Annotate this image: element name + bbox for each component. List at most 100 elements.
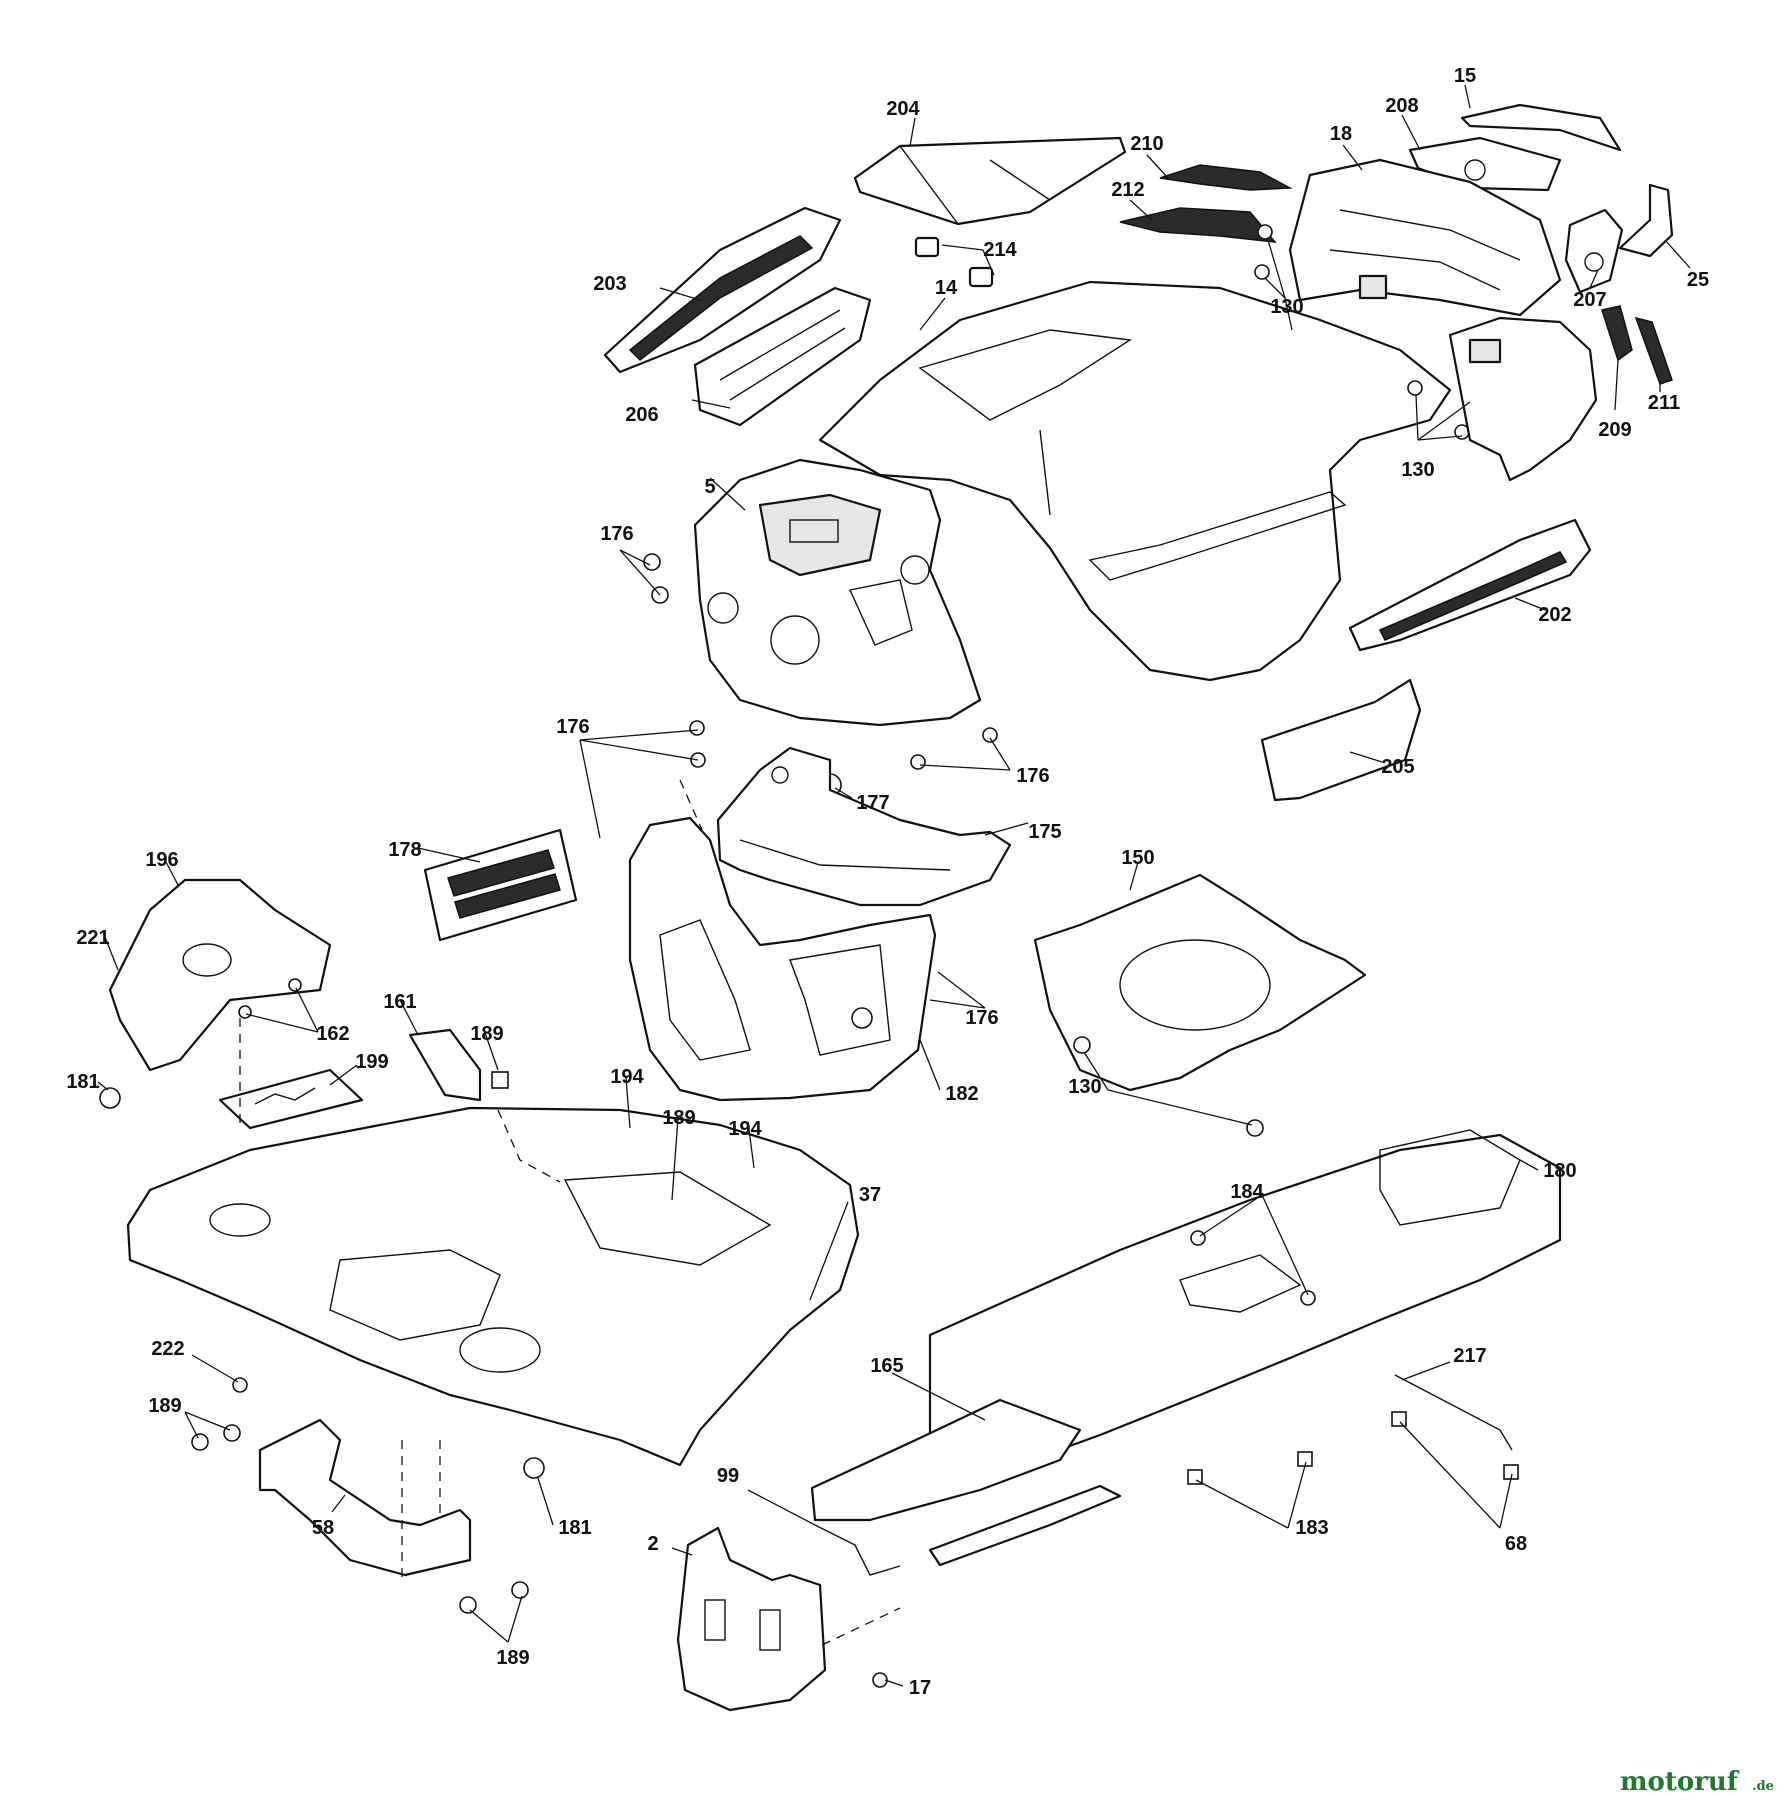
callout-58: 58 <box>312 1517 334 1539</box>
part-205-lower-panel <box>1260 678 1422 802</box>
part-202-front-bumper <box>1348 518 1592 652</box>
part-165-side-rail <box>810 1398 1122 1567</box>
callout-99: 99 <box>717 1465 739 1487</box>
callout-212: 212 <box>1111 179 1144 201</box>
callout-175: 175 <box>1028 821 1061 843</box>
callout-208: 208 <box>1385 95 1418 117</box>
callout-196: 196 <box>145 849 178 871</box>
callout-181-b: 181 <box>558 1517 591 1539</box>
callout-37: 37 <box>859 1184 881 1206</box>
callout-211: 211 <box>1648 392 1680 414</box>
part-17-screw <box>872 1672 888 1688</box>
callout-210: 210 <box>1130 133 1163 155</box>
callout-182: 182 <box>945 1083 978 1105</box>
callout-2: 2 <box>647 1533 658 1555</box>
callout-14: 14 <box>935 277 958 299</box>
callout-194-a: 194 <box>610 1066 644 1088</box>
callout-183: 183 <box>1295 1517 1328 1539</box>
part-2-front-plate <box>676 1526 827 1712</box>
callout-222: 222 <box>151 1338 184 1360</box>
part-15-trim <box>1460 103 1622 152</box>
callout-176-b: 176 <box>556 716 589 738</box>
part-161-bracket <box>408 1028 482 1102</box>
callout-17: 17 <box>909 1677 931 1699</box>
part-207-headlight-housing <box>1564 208 1624 294</box>
callout-202: 202 <box>1538 604 1571 626</box>
callout-194-b: 194 <box>728 1118 762 1140</box>
callout-176-d: 176 <box>965 1007 998 1029</box>
callout-189-b: 189 <box>662 1107 695 1129</box>
callout-181-a: 181 <box>66 1071 99 1093</box>
part-189-bolts-lower <box>191 1424 529 1614</box>
callout-221: 221 <box>76 927 109 949</box>
part-176-screws-dash <box>643 553 998 770</box>
callout-labels: 204 15 208 18 210 212 214 203 14 130 207… <box>66 65 1709 1699</box>
part-181-nut-right <box>523 1457 545 1479</box>
callout-189-c: 189 <box>148 1395 181 1417</box>
callout-207: 207 <box>1573 289 1606 311</box>
callout-165: 165 <box>870 1355 903 1377</box>
callout-176-a: 176 <box>600 523 633 545</box>
part-right-fender <box>1448 316 1598 482</box>
callout-178: 178 <box>388 839 421 861</box>
callout-199: 199 <box>355 1051 388 1073</box>
callout-18: 18 <box>1330 123 1352 145</box>
part-203-front-grille <box>603 206 842 374</box>
part-211-side-grille <box>1634 316 1673 385</box>
part-130-screws-floor <box>1073 1036 1264 1137</box>
callout-206: 206 <box>625 404 658 426</box>
part-58-bracket <box>258 1418 472 1577</box>
part-209-side-grille <box>1601 305 1633 362</box>
callout-177: 177 <box>856 792 889 814</box>
callout-217: 217 <box>1453 1345 1486 1367</box>
callout-184: 184 <box>1230 1181 1264 1203</box>
part-196-console <box>108 878 332 1072</box>
part-181-nut-left <box>99 1087 121 1109</box>
watermark-brand: motoruf <box>1620 1767 1740 1797</box>
part-204-hood-top-panel <box>853 136 1127 226</box>
part-183-bolts <box>1187 1451 1313 1485</box>
callout-130-right: 130 <box>1401 459 1434 481</box>
callout-203: 203 <box>593 273 626 295</box>
callout-161: 161 <box>383 991 416 1013</box>
part-18-side-bracket <box>1288 158 1562 317</box>
part-37-body <box>126 1106 860 1467</box>
part-214-clips <box>914 236 994 288</box>
callout-162: 162 <box>316 1023 349 1045</box>
callout-204: 204 <box>886 98 920 120</box>
callout-150: 150 <box>1121 847 1154 869</box>
callout-214: 214 <box>983 239 1017 261</box>
callout-130-floor: 130 <box>1068 1076 1101 1098</box>
callout-15: 15 <box>1454 65 1476 87</box>
part-182-front-housing <box>628 816 937 1102</box>
callout-205: 205 <box>1381 756 1414 778</box>
part-99-spring-link <box>814 1524 901 1576</box>
watermark-tld: .de <box>1752 1779 1774 1794</box>
part-199-cover <box>218 1068 364 1130</box>
callout-25: 25 <box>1687 269 1709 291</box>
part-14-hood <box>818 280 1452 682</box>
callout-130-top: 130 <box>1270 296 1303 318</box>
callout-180: 180 <box>1543 1160 1576 1182</box>
part-68-bolts <box>1391 1411 1519 1480</box>
part-178-vent-plate <box>423 828 578 942</box>
part-210-grille <box>1159 164 1293 191</box>
alignment-lines <box>239 779 901 1646</box>
callout-176-c: 176 <box>1016 765 1049 787</box>
callout-209: 209 <box>1598 419 1631 441</box>
callout-68: 68 <box>1505 1533 1527 1555</box>
part-212-grille <box>1119 207 1277 243</box>
part-162-screws <box>238 978 302 1019</box>
part-150-floor-plate <box>1033 873 1367 1092</box>
part-5-dash-panel <box>693 458 982 727</box>
part-217-rod <box>1394 1374 1513 1451</box>
watermark: motoruf .de <box>1620 1767 1774 1797</box>
leader-lines <box>97 84 1691 1687</box>
part-175-dash-bracket <box>716 746 1012 907</box>
callout-189-d: 189 <box>496 1647 529 1669</box>
callout-5: 5 <box>704 476 715 498</box>
part-206-grille-frame <box>693 286 872 427</box>
part-184-nuts <box>1190 1230 1316 1306</box>
callout-189-a: 189 <box>470 1023 503 1045</box>
